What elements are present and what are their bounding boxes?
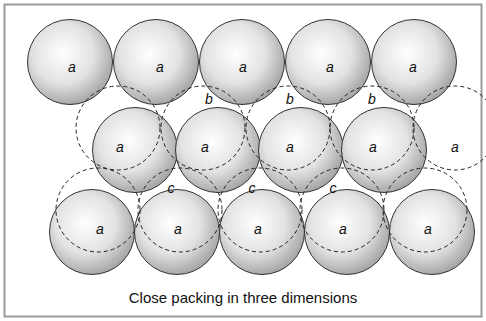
caption: Close packing in three dimensions — [129, 289, 357, 306]
layer-label: a — [96, 222, 104, 236]
layer-label: a — [201, 140, 209, 154]
layer-label: a — [156, 60, 164, 74]
layer-label: a — [369, 140, 377, 154]
layer-label: c — [249, 181, 256, 195]
upper-layer-dashed-spheres — [56, 86, 486, 252]
layer-label: a — [339, 222, 347, 236]
middle-row-spheres — [93, 108, 427, 193]
layer-label: a — [116, 140, 124, 154]
layer-label: a — [451, 140, 459, 154]
layer-label: a — [68, 60, 76, 74]
layer-label: c — [330, 181, 337, 195]
layer-label: a — [424, 222, 432, 236]
layer-label: b — [368, 92, 376, 106]
layer-label: a — [326, 60, 334, 74]
layer-label: a — [239, 60, 247, 74]
layer-label: a — [174, 222, 182, 236]
layer-label: c — [168, 181, 175, 195]
layer-label: b — [205, 92, 213, 106]
layer-label: a — [254, 222, 262, 236]
bottom-row-spheres — [50, 190, 475, 275]
layer-label: a — [409, 60, 417, 74]
layer-label: a — [286, 140, 294, 154]
top-row-spheres — [28, 20, 457, 105]
layer-label: b — [286, 92, 294, 106]
frame — [5, 5, 482, 317]
